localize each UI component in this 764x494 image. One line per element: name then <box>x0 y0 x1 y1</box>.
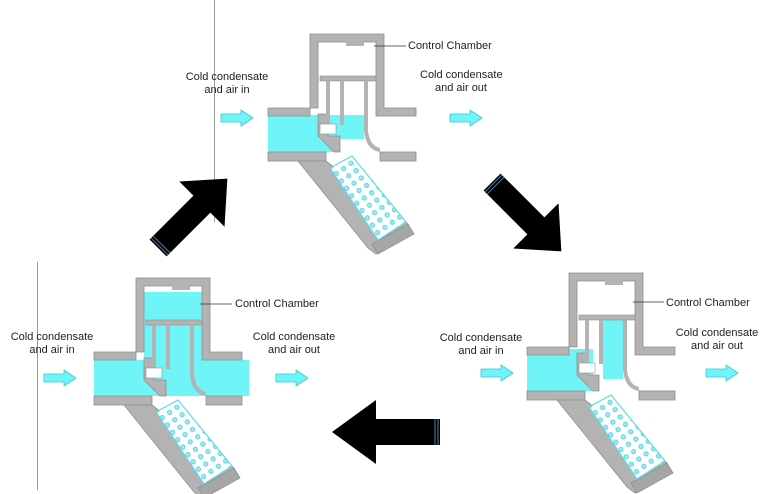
outflow-arrow-top <box>449 109 483 127</box>
inlet-label-top: Cold condensate and air in <box>181 71 273 97</box>
outlet-label-line1: Cold condensate <box>252 331 336 343</box>
water-fill <box>334 115 364 139</box>
cycle-arrow-up-right <box>149 178 228 257</box>
cycle-arrow-down-right <box>483 173 562 252</box>
outlet-label-line2: and air out <box>691 340 743 352</box>
outflow-arrow-bottom-right <box>705 364 739 382</box>
chamber-label-bottom-right: Control Chamber <box>666 297 750 309</box>
inlet-label-bottom-right: Cold condensate and air in <box>436 332 526 358</box>
trap-diagram-bottom-left <box>93 277 249 494</box>
water-fill <box>94 360 249 396</box>
inlet-label-bottom-left: Cold condensate and air in <box>10 331 94 357</box>
outlet-label-bottom-left: Cold condensate and air out <box>252 331 336 357</box>
outlet-label-line1: Cold condensate <box>420 69 503 81</box>
panel-border-line-top <box>214 0 215 222</box>
outlet-label-line2: and air out <box>435 82 487 94</box>
inflow-arrow-bottom-left <box>43 369 77 387</box>
panel-border-line-bottom-left <box>37 262 38 490</box>
outlet-label-bottom-right: Cold condensate and air out <box>675 327 759 353</box>
inlet-label-line2: and air in <box>458 345 504 357</box>
chamber-label-top: Control Chamber <box>408 40 492 52</box>
outlet-label-line2: and air out <box>268 344 320 356</box>
inlet-label-line1: Cold condensate <box>439 332 523 344</box>
outlet-label-line1: Cold condensate <box>675 327 759 339</box>
inlet-label-line1: Cold condensate <box>10 331 94 343</box>
inlet-label-line2: and air in <box>204 84 250 96</box>
outlet-label-top: Cold condensate and air out <box>420 69 503 95</box>
inlet-label-line2: and air in <box>29 344 75 356</box>
cycle-arrow-left <box>332 400 440 464</box>
chamber-label-bottom-left: Control Chamber <box>235 298 319 310</box>
inflow-arrow-bottom-right <box>480 364 514 382</box>
water-fill <box>603 319 623 379</box>
inlet-label-line1: Cold condensate <box>185 71 269 83</box>
trap-diagram-bottom-right <box>526 272 676 494</box>
inflow-arrow-top <box>220 109 254 127</box>
outflow-arrow-bottom-left <box>275 369 309 387</box>
trap-diagram-top <box>267 33 417 255</box>
